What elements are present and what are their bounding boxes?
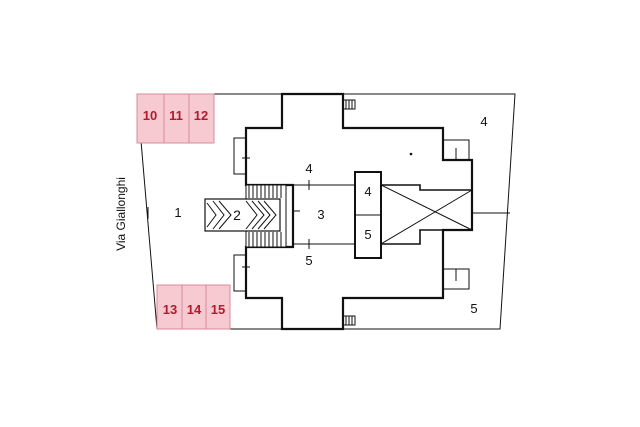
stair-chevron-2	[212, 200, 225, 230]
parking-label-10: 10	[143, 108, 157, 123]
parking-space-12	[188, 93, 215, 144]
stair-chevron-6	[257, 200, 271, 230]
marker-dot	[409, 152, 413, 156]
street-label: Via Giallonghi	[114, 177, 128, 251]
stair-chevron-7	[263, 200, 277, 230]
parking-label-13: 13	[163, 302, 177, 317]
parking-space-15	[205, 284, 231, 330]
void-cross-2	[380, 189, 473, 245]
vent-bottom	[342, 315, 356, 326]
area-label-lift-lower: 5	[364, 227, 371, 242]
area-label-stair: 2	[233, 207, 241, 223]
parking-group-bottom: 13 14 15	[156, 284, 231, 330]
parking-label-11: 11	[169, 108, 183, 123]
balcony-nw	[233, 137, 247, 175]
void-room	[380, 184, 473, 245]
area-label-corridor-lower: 5	[305, 253, 312, 268]
vent-top	[342, 99, 356, 110]
area-label-lift-upper: 4	[364, 184, 371, 199]
area-label-corridor-upper: 4	[305, 161, 312, 176]
stair-chevron-5	[251, 200, 265, 230]
void-cross-1	[380, 184, 473, 231]
parking-group-top: 10 11 12	[136, 93, 215, 144]
area-label-garden-se: 5	[470, 301, 477, 316]
lot-outline	[136, 93, 516, 330]
stair-chevron-1	[206, 202, 217, 228]
stair-chevron-3	[218, 200, 232, 230]
stair-chevron-4	[245, 200, 258, 230]
parking-label-15: 15	[211, 302, 225, 317]
area-label-garden-ne: 4	[480, 114, 487, 129]
parking-label-14: 14	[187, 302, 202, 317]
area-label-atrium: 3	[317, 207, 324, 222]
parking-label-12: 12	[194, 108, 208, 123]
area-label-courtyard: 1	[174, 205, 181, 220]
balcony-sw	[233, 254, 247, 292]
parking-space-11	[163, 93, 190, 144]
